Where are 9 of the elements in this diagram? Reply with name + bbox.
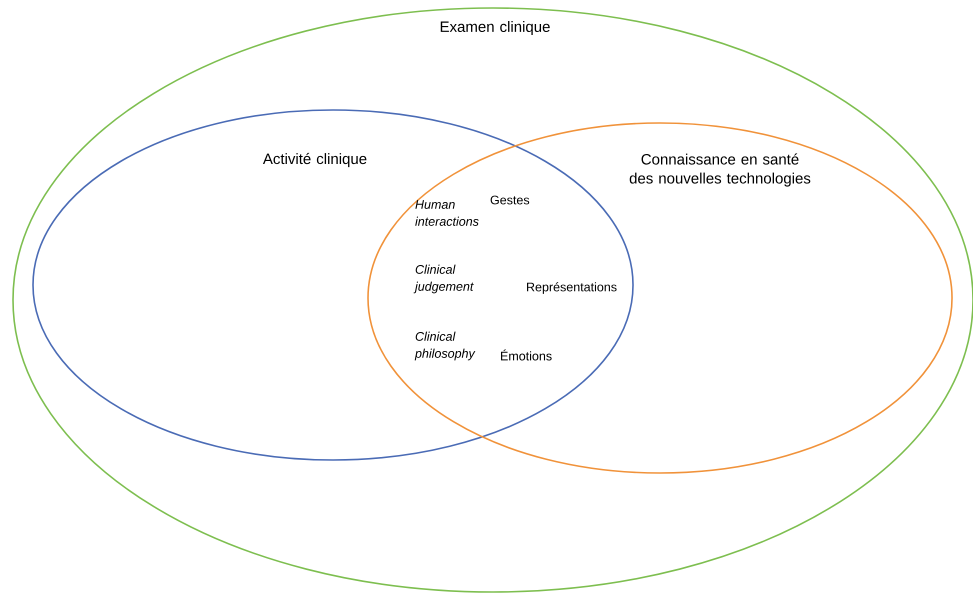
set-label: Examen clinique [440,21,550,35]
item-label: Émotions [501,350,552,360]
set-label: Activité clinique [262,152,366,168]
item-label: Gestes [490,196,530,204]
set-label: Connaissance en santé des nouvelles technologies [630,153,810,187]
item-label: Clinical judgement [414,264,474,294]
item-label: Human interactions [415,200,479,226]
item-label: Clinical philosophy [414,332,476,360]
item-label: Représentations [527,282,617,294]
